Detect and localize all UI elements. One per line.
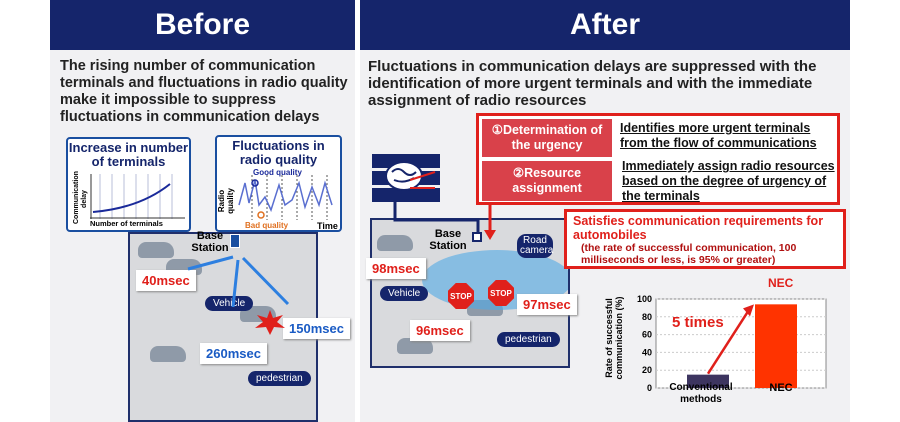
y-tick-label: 0	[647, 383, 652, 393]
bar-0	[687, 374, 729, 388]
burst-icon	[255, 310, 285, 335]
stop-sign-icon: STOP	[448, 283, 474, 309]
pedestrian-label: pedestrian	[497, 332, 560, 347]
after-description: Fluctuations in communication delays are…	[368, 58, 817, 109]
y-tick-label: 80	[642, 312, 652, 322]
delay-label: 96msec	[410, 320, 470, 341]
vehicle-label: Vehicle	[380, 286, 429, 301]
delay-label: 97msec	[517, 294, 577, 315]
x-tick-label: Conventional methods	[669, 382, 733, 405]
delay-label: 40msec	[136, 270, 196, 291]
ai-server-icon	[372, 154, 440, 202]
five-times-annotation: 5 times	[672, 314, 724, 331]
terminals-bubble: Increase in number of terminals Communic…	[66, 137, 191, 232]
terminals-ylabel: Communication delay	[73, 171, 88, 224]
delay-label: 98msec	[366, 258, 426, 279]
base-station-label: Base Station	[191, 230, 229, 254]
car-icon	[138, 242, 174, 258]
delay-label: 150msec	[283, 318, 350, 339]
delay-curve	[90, 174, 185, 219]
chart: 0 20 40 60 80 100 Rate of successful communic…	[596, 276, 846, 418]
time-label: Time	[317, 221, 338, 231]
requirement-note: (the rate of successful communication, 1…	[581, 242, 797, 266]
bar-1	[755, 304, 797, 388]
step-urgency-label: ①Determination of the urgency	[482, 119, 612, 157]
plot-area	[655, 298, 827, 389]
nec-bar-label: NEC	[768, 276, 794, 290]
arrow-head-icon	[743, 304, 754, 317]
signal-arrows	[187, 255, 290, 308]
x-tick-label: NEC	[769, 382, 793, 394]
before-description: The rising number of communication termi…	[60, 58, 348, 125]
terminals-bubble-title: Increase in number of terminals	[68, 140, 189, 169]
radio-bubble: Fluctuations in radio quality Radio qual…	[215, 135, 342, 232]
y-tick-label: 40	[642, 347, 652, 357]
step-urgency-text: Identifies more urgent terminals from th…	[620, 121, 817, 150]
requirement-title: Satisfies communication requirements for…	[573, 214, 824, 242]
car-icon	[397, 338, 433, 354]
terminals-xlabel: Number of terminals	[90, 219, 163, 228]
step-resource-text: Immediately assign radio resources based…	[622, 159, 835, 203]
base-station-icon	[230, 234, 240, 248]
bad-quality-label: Bad quality	[245, 221, 289, 230]
after-title: After	[360, 0, 850, 50]
growth-arrow	[706, 307, 752, 375]
y-tick-label: 100	[637, 294, 652, 304]
base-station-label: Base Station	[429, 228, 467, 252]
requirement-box: Satisfies communication requirements for…	[564, 209, 846, 269]
chart-ylabel: Rate of successful communication (%)	[604, 296, 624, 380]
pedestrian-label: pedestrian	[248, 371, 311, 386]
vehicle-label: Vehicle	[205, 296, 254, 311]
radio-ylabel: Radio quality	[217, 188, 235, 214]
stop-sign-icon: STOP	[488, 280, 514, 306]
step-resource-label: ②Resource assignment	[482, 161, 612, 201]
radio-quality-curve	[238, 175, 333, 220]
car-icon	[377, 235, 413, 251]
chart-svg: 0 20 40 60 80 100	[637, 294, 827, 393]
good-quality-label: Good quality	[253, 168, 302, 177]
delay-label: 260msec	[200, 343, 267, 364]
base-station-icon	[472, 232, 482, 242]
car-icon	[150, 346, 186, 362]
radio-bubble-title: Fluctuations in radio quality	[232, 138, 325, 167]
y-tick-label: 20	[642, 365, 652, 375]
road-camera-label: Road camera	[517, 234, 553, 258]
y-tick-label: 60	[642, 330, 652, 340]
before-title: Before	[50, 0, 355, 50]
